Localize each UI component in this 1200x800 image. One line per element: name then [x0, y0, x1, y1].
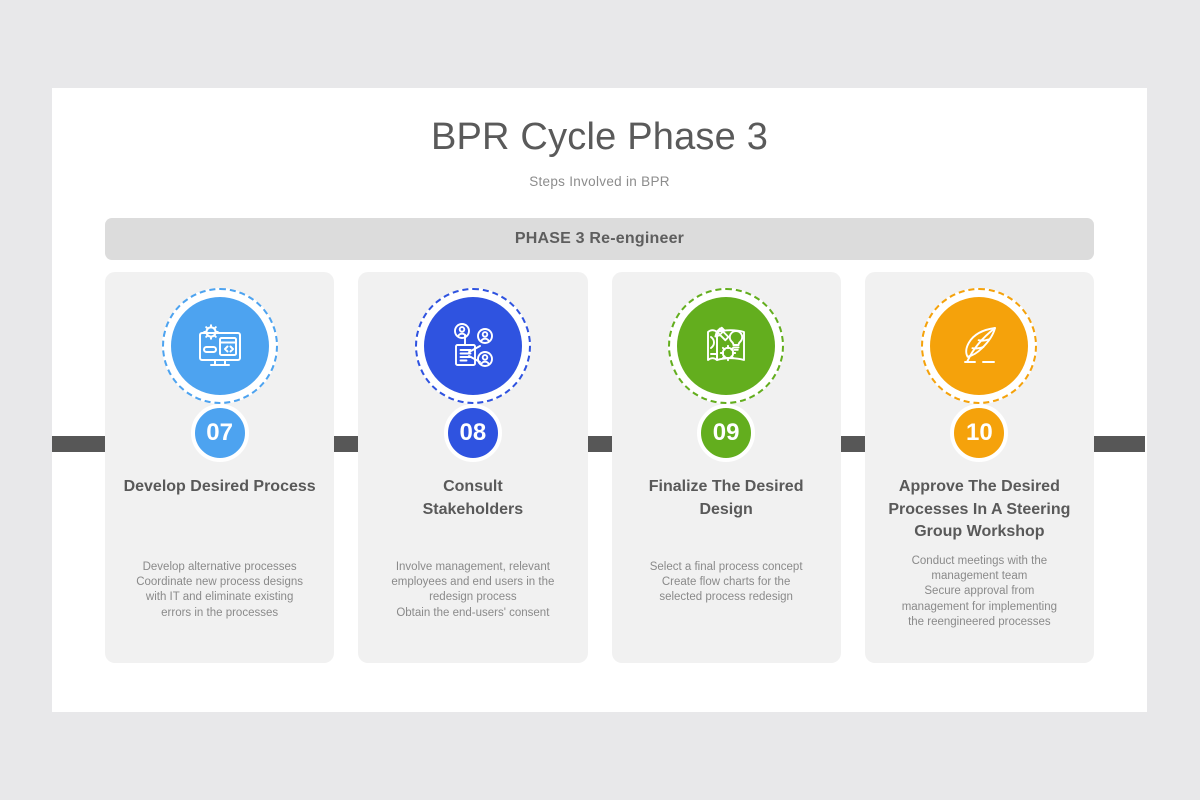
- step-badge-10: 10: [950, 404, 1009, 462]
- monitor-code-gear-icon: [170, 297, 269, 395]
- phase-banner: PHASE 3 Re-engineer: [105, 218, 1094, 260]
- step-title-07: Develop Desired Process: [123, 478, 316, 495]
- step-card-07[interactable]: 07 Develop Desired Process Develop alter…: [105, 272, 335, 663]
- step-card-10[interactable]: 10 Approve The Desired Processes In A St…: [864, 272, 1094, 663]
- steps-container: 07 Develop Desired Process Develop alter…: [105, 272, 1094, 663]
- step-icon-wrapper-08: [414, 288, 531, 404]
- step-title-09: Finalize The Desired Design: [648, 478, 804, 518]
- step-badge-07: 07: [190, 404, 249, 462]
- quill-pen-icon: [930, 297, 1029, 395]
- step-card-09[interactable]: 09 Finalize The Desired Design Select a …: [611, 272, 841, 663]
- stakeholder-network-icon: [423, 297, 522, 395]
- step-description-09: Select a final process concept Create fl…: [649, 561, 803, 604]
- step-icon-wrapper-07: [161, 288, 278, 404]
- step-number-07: 07: [206, 419, 233, 446]
- phase-banner-label: PHASE 3 Re-engineer: [514, 230, 685, 247]
- blueprint-design-icon: [677, 297, 776, 395]
- step-title-10: Approve The Desired Processes In A Steer…: [888, 478, 1071, 541]
- step-description-10: Conduct meetings with the management tea…: [901, 555, 1058, 628]
- step-icon-wrapper-09: [668, 288, 785, 404]
- step-number-09: 09: [712, 419, 740, 446]
- step-number-08: 08: [459, 419, 487, 446]
- step-description-08: Involve management, relevant employees a…: [391, 561, 555, 619]
- step-badge-09: 09: [697, 404, 756, 462]
- presentation-slide: BPR Cycle Phase 3 Steps Involved in BPR …: [52, 88, 1147, 712]
- step-badge-08: 08: [443, 404, 502, 462]
- page-title: BPR Cycle Phase 3: [430, 116, 769, 158]
- step-card-08[interactable]: 08 Consult Stakeholders Involve manageme…: [358, 272, 588, 663]
- page-subtitle: Steps Involved in BPR: [529, 174, 670, 189]
- step-title-08: Consult Stakeholders: [422, 478, 524, 518]
- step-number-10: 10: [966, 419, 993, 446]
- step-description-07: Develop alternative processes Coordinate…: [136, 561, 304, 619]
- step-icon-wrapper-10: [921, 288, 1038, 404]
